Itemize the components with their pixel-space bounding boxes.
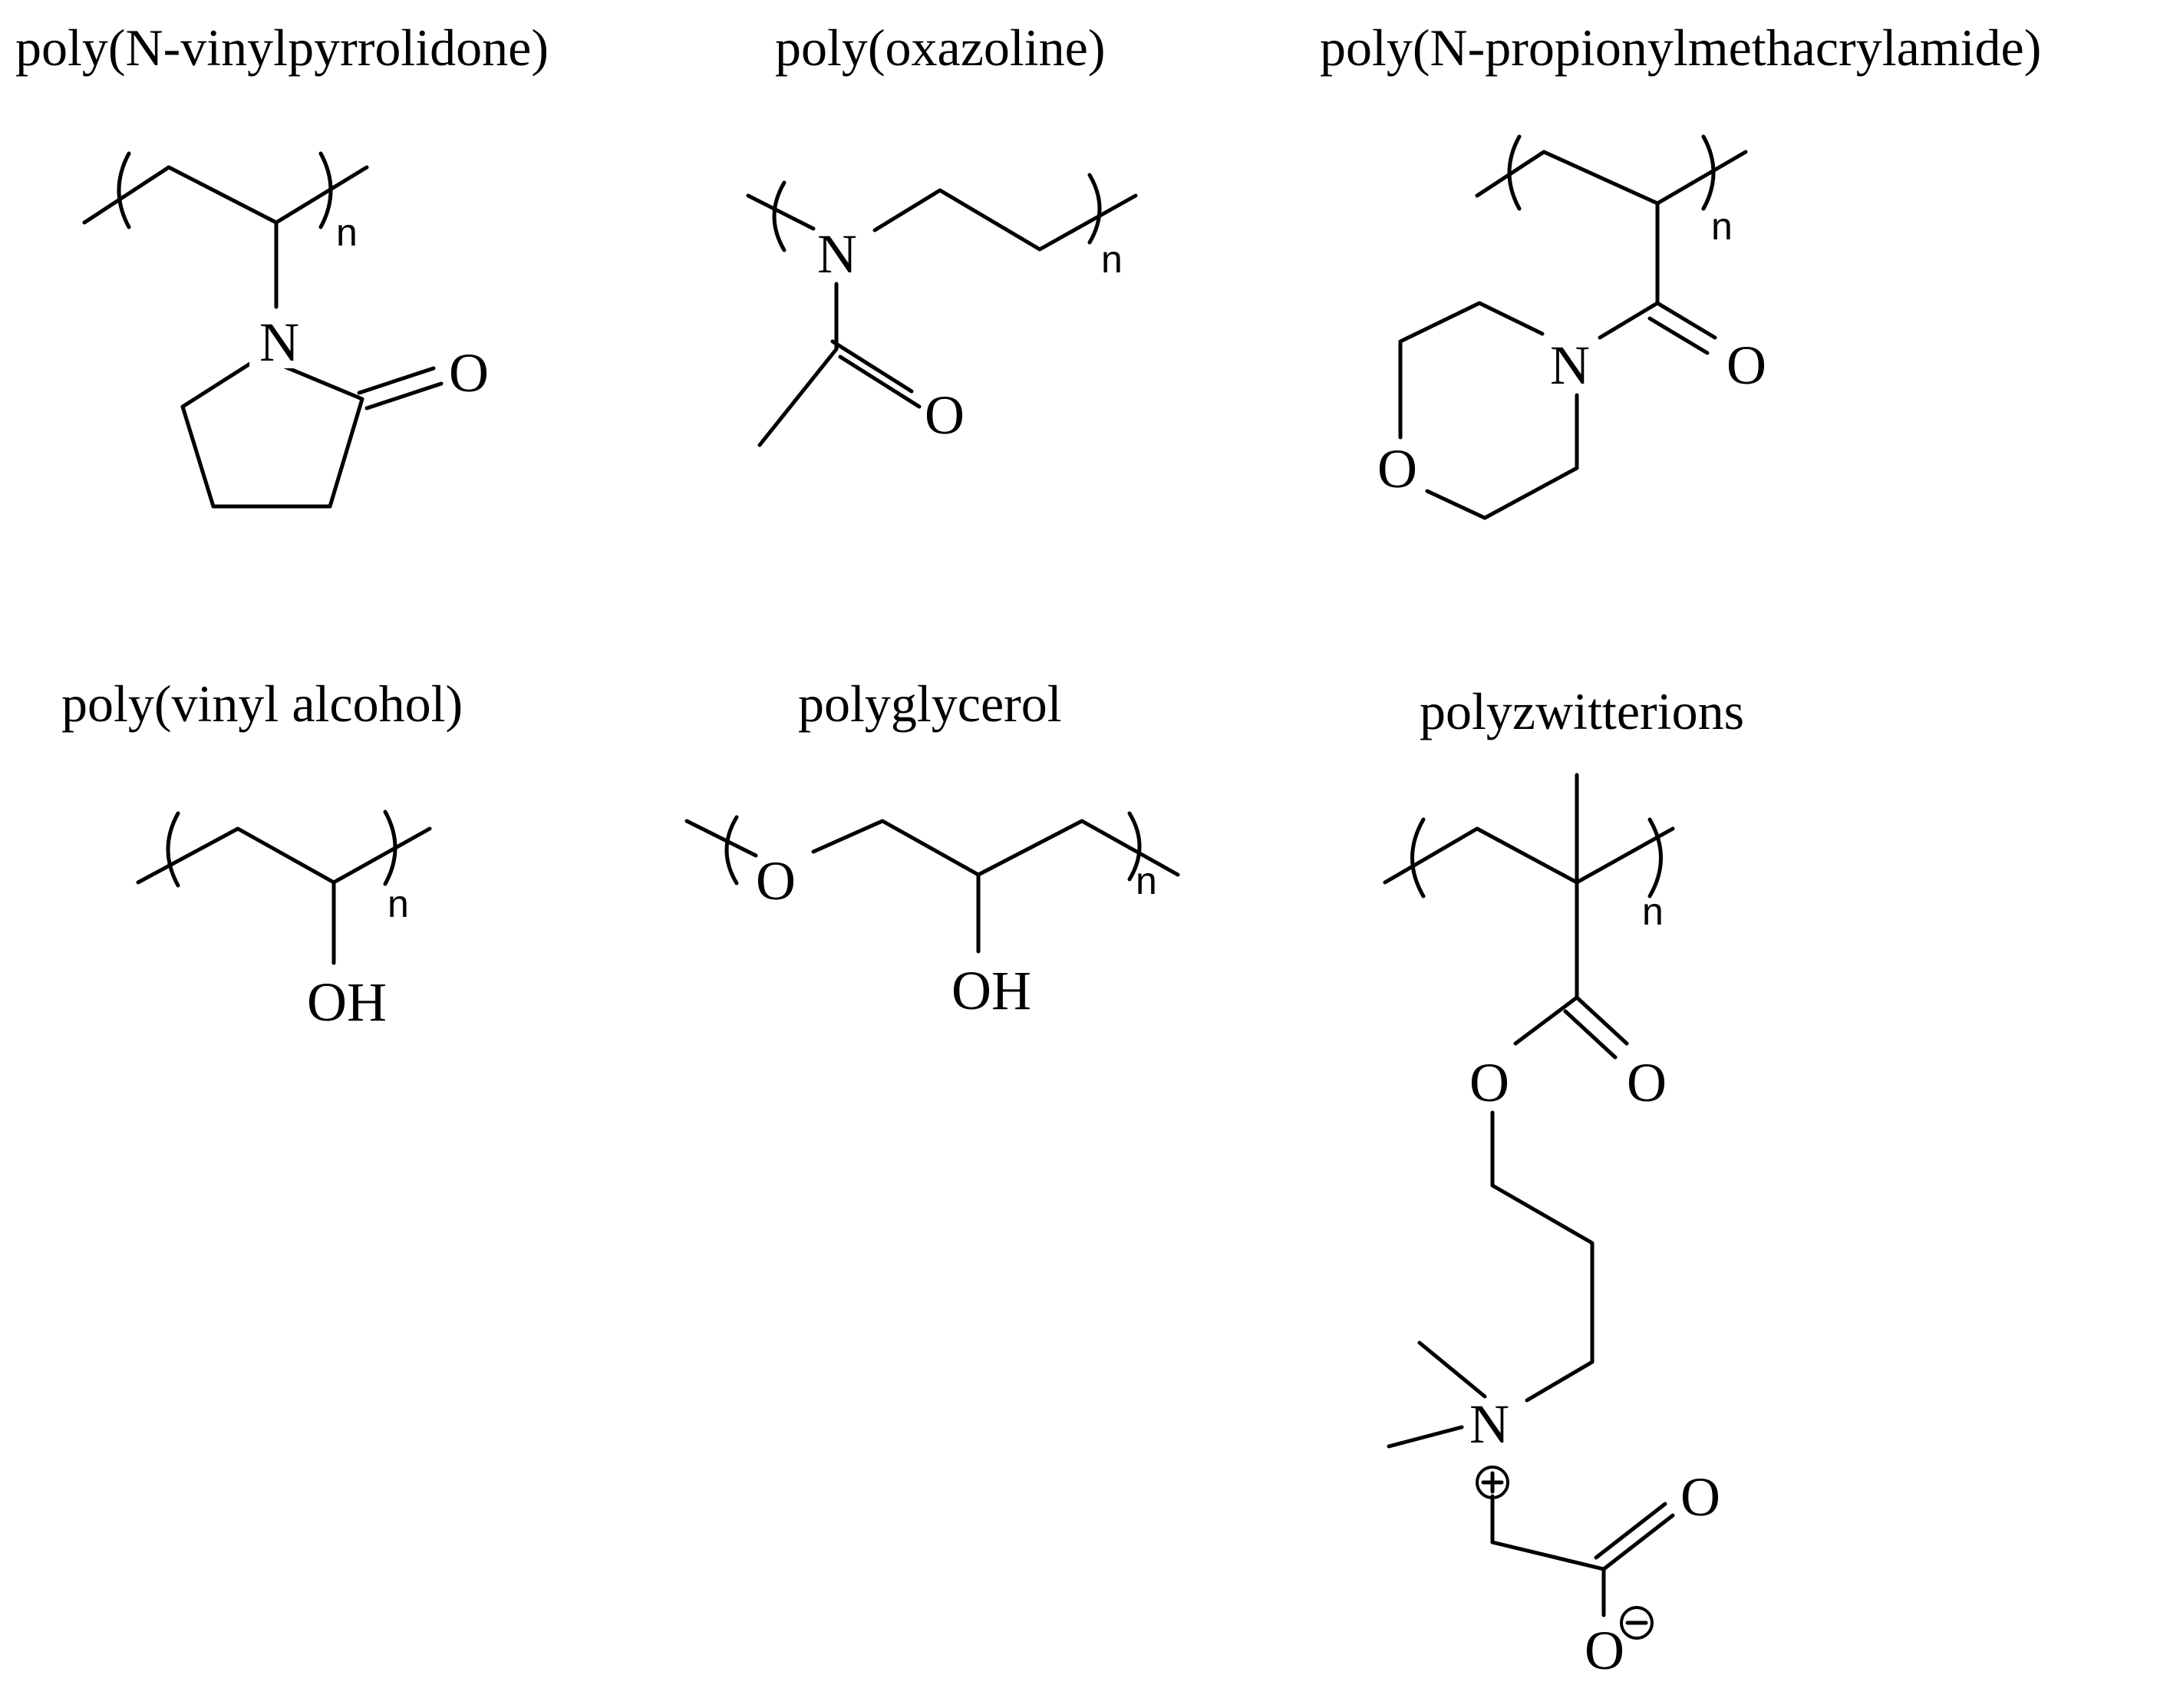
structure-pzw: polyzwitterions O O N O O n: [1383, 682, 1744, 1681]
title-pva: poly(vinyl alcohol): [61, 674, 463, 733]
pva-left-bracket: [166, 811, 180, 888]
title-pg: polyglycerol: [798, 674, 1062, 733]
pg-bonds: [684, 819, 1180, 954]
ppma-subscript-n: n: [1711, 205, 1733, 248]
pg-hydroxyl: OH: [951, 960, 1031, 1021]
pvp-subscript-n: n: [336, 211, 358, 254]
pzw-subscript-n: n: [1642, 890, 1664, 933]
pva-right-bracket: [383, 809, 397, 886]
ppma-right-bracket: [1701, 134, 1716, 211]
pzw-carbonyl-oxygen: O: [1627, 1052, 1667, 1113]
structure-pva: poly(vinyl alcohol) OH n: [61, 674, 463, 1033]
pzw-bonds: [1383, 773, 1675, 1617]
pzw-nitrogen: N: [1469, 1393, 1509, 1455]
pg-oxygen: O: [756, 850, 796, 912]
title-pvp: poly(N-vinylpyrrolidone): [15, 18, 549, 77]
ppma-left-bracket: [1507, 134, 1522, 211]
pox-left-bracket: [772, 180, 787, 252]
pzw-carboxyl-oxygen: O: [1680, 1466, 1720, 1528]
structure-pox: poly(oxazoline) N O n: [746, 18, 1138, 447]
pg-left-bracket: [724, 815, 739, 885]
pva-bonds: [136, 826, 432, 965]
title-ppma: poly(N-propionylmethacrylamide): [1320, 18, 2041, 77]
pg-subscript-n: n: [1136, 859, 1157, 902]
pzw-ester-oxygen: O: [1469, 1052, 1509, 1113]
structure-pvp: poly(N-vinylpyrrolidone) N O n: [15, 18, 549, 509]
ppma-bonds: [1398, 150, 1748, 520]
pvp-oxygen: O: [449, 342, 489, 404]
pox-right-bracket: [1087, 173, 1102, 245]
pzw-negative-charge: [1620, 1606, 1654, 1640]
pva-subscript-n: n: [388, 882, 409, 925]
ppma-nitrogen: N: [1550, 335, 1590, 396]
pvp-bonds: [82, 165, 444, 509]
ppma-ring-oxygen: O: [1377, 438, 1417, 500]
pvp-right-bracket: [318, 151, 333, 229]
pox-oxygen: O: [925, 384, 965, 446]
pox-subscript-n: n: [1101, 238, 1123, 281]
title-pox: poly(oxazoline): [775, 18, 1106, 77]
title-pzw: polyzwitterions: [1420, 682, 1744, 740]
pva-hydroxyl: OH: [307, 971, 387, 1033]
pox-nitrogen: N: [817, 223, 857, 285]
pzw-positive-charge: [1476, 1466, 1509, 1499]
pg-right-bracket: [1127, 811, 1142, 882]
pox-bonds: [746, 188, 1138, 447]
ppma-carbonyl-oxygen: O: [1726, 335, 1766, 396]
pvp-nitrogen: N: [259, 312, 299, 373]
pzw-left-bracket: [1410, 817, 1426, 899]
pzw-carboxylate-oxygen: O: [1585, 1620, 1624, 1681]
structure-pg: polyglycerol O OH n: [684, 674, 1180, 1021]
pvp-left-bracket: [117, 151, 131, 229]
structure-ppma: poly(N-propionylmethacrylamide) N O O n: [1320, 18, 2041, 520]
pzw-right-bracket: [1647, 817, 1663, 899]
